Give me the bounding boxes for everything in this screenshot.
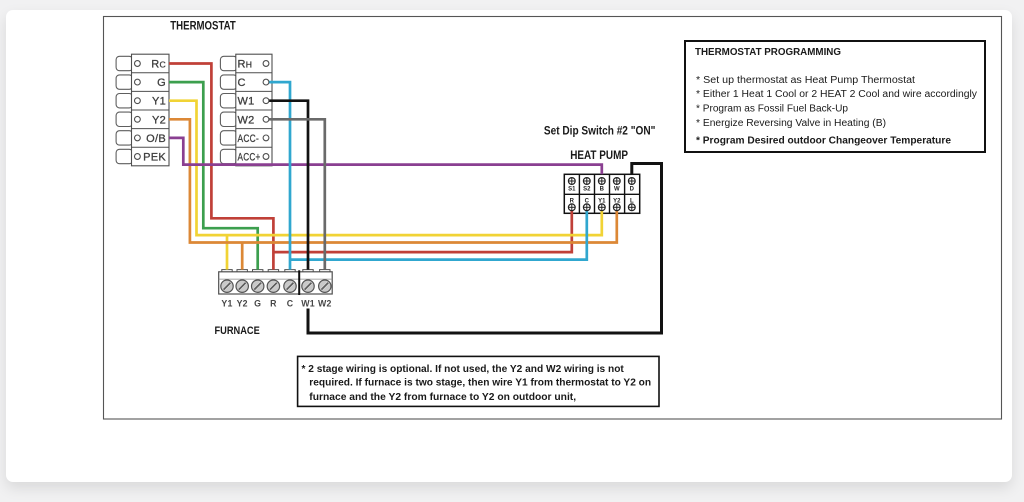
svg-text:W1: W1	[301, 299, 315, 309]
svg-text:Y1: Y1	[221, 299, 232, 309]
svg-text:PEK: PEK	[143, 152, 166, 164]
svg-text:W2: W2	[238, 114, 255, 126]
svg-text:HEAT PUMP: HEAT PUMP	[570, 150, 628, 162]
svg-text:* Program Desired outdoor Chan: * Program Desired outdoor Changeover Tem…	[696, 136, 951, 147]
svg-text:FURNACE: FURNACE	[215, 325, 260, 337]
svg-text:C: C	[585, 198, 590, 204]
svg-text:Y2: Y2	[237, 299, 248, 309]
svg-text:G: G	[254, 299, 261, 309]
svg-text:* Program as Fossil Fuel Back-: * Program as Fossil Fuel Back-Up	[696, 104, 848, 115]
svg-text:required. If furnace is two st: required. If furnace is two stage, then …	[309, 378, 651, 389]
svg-text:R: R	[270, 299, 277, 309]
svg-text:Y2: Y2	[613, 198, 621, 204]
svg-text:S1: S1	[568, 186, 576, 192]
svg-text:B: B	[600, 186, 605, 192]
svg-text:L: L	[630, 198, 634, 204]
svg-text:furnace and the Y2 from furnac: furnace and the Y2 from furnace to Y2 on…	[309, 392, 576, 403]
svg-text:Y2: Y2	[152, 114, 166, 126]
svg-text:D: D	[630, 186, 635, 192]
svg-text:O/B: O/B	[146, 133, 166, 145]
svg-text:C: C	[238, 77, 246, 89]
svg-text:W: W	[614, 186, 620, 192]
svg-text:W2: W2	[318, 299, 332, 309]
svg-text:* Either 1 Heat 1 Cool or 2 HE: * Either 1 Heat 1 Cool or 2 HEAT 2 Cool …	[696, 89, 977, 100]
svg-text:RC: RC	[151, 59, 166, 71]
svg-text:* 2 stage wiring is optional.: * 2 stage wiring is optional. If not use…	[302, 364, 625, 375]
svg-text:ACC-: ACC-	[238, 133, 260, 145]
svg-text:G: G	[157, 77, 166, 89]
svg-text:THERMOSTAT PROGRAMMING: THERMOSTAT PROGRAMMING	[695, 47, 841, 58]
svg-text:Set Dip Switch #2 "ON": Set Dip Switch #2 "ON"	[544, 125, 656, 137]
svg-text:C: C	[287, 299, 294, 309]
svg-text:* Set up thermostat as Heat Pu: * Set up thermostat as Heat Pump Thermos…	[696, 75, 915, 86]
svg-text:* Energize Reversing Valve in: * Energize Reversing Valve in Heating (B…	[696, 118, 886, 129]
svg-text:THERMOSTAT: THERMOSTAT	[170, 21, 236, 33]
svg-text:Y1: Y1	[598, 198, 606, 204]
svg-text:R: R	[570, 198, 575, 204]
svg-text:S2: S2	[583, 186, 591, 192]
svg-text:ACC+: ACC+	[238, 152, 261, 164]
svg-text:Y1: Y1	[152, 96, 166, 108]
svg-text:RH: RH	[238, 59, 253, 71]
svg-text:W1: W1	[238, 96, 255, 108]
